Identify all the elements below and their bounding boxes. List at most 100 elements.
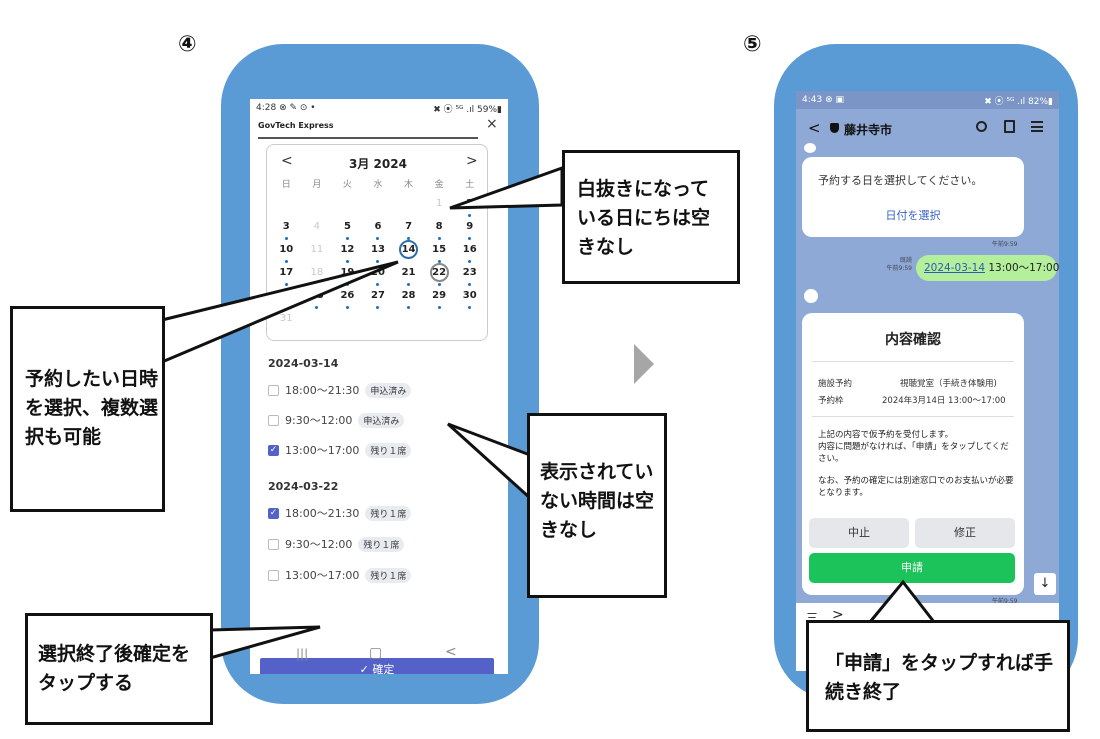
edit-button[interactable]: 修正 [915,518,1015,548]
calendar-day[interactable]: 7 [393,218,424,241]
calendar-day[interactable]: 15 [424,241,455,264]
slot-item[interactable]: 18:00〜21:30 申込済み [268,380,488,400]
day-number: 20 [371,267,385,278]
notes-icon[interactable] [1004,120,1015,133]
back-icon[interactable]: < [808,119,821,137]
menu-icon[interactable] [1031,121,1043,132]
slot-item[interactable]: 13:00〜17:00 残り１席 [268,565,488,585]
apply-button[interactable]: 申請 [809,553,1015,583]
status-icons: ✖ ⦿ ⁵ᴳ .ıl 82%▮ [984,96,1053,107]
availability-dot [345,237,349,240]
calendar-day[interactable]: 6 [363,218,394,241]
divider [812,416,1014,417]
calendar-day[interactable]: 20 [363,264,394,287]
scroll-down-button[interactable]: ↓ [1034,573,1056,595]
day-number: 30 [462,290,477,301]
date-link[interactable]: 2024-03-14 [924,262,986,274]
weekday-label: 木 [404,180,414,190]
day-number: 22 [432,267,447,278]
calendar-day[interactable]: 22 [424,263,455,287]
checkbox[interactable] [268,384,279,396]
confirm-button[interactable]: ✓ 確定 [260,658,494,674]
weekday-label: 土 [465,180,475,190]
calendar-day[interactable]: 12 [332,241,363,264]
day-number: 31 [279,313,293,324]
day-number: 16 [462,244,477,255]
month-label: 3月 2024 [349,157,407,171]
calendar-day[interactable]: 26 [332,287,363,310]
pointer-apply [866,579,938,624]
availability-dot [345,260,349,263]
calendar-day[interactable]: 5 [332,218,363,241]
avatar [804,289,818,303]
status-bar: 4:43 ⊗ ▣ ✖ ⦿ ⁵ᴳ .ıl 82%▮ [796,91,1059,109]
calendar-day[interactable]: 16 [454,241,485,264]
calendar-day[interactable]: 23 [454,264,485,287]
calendar-day[interactable]: 14 [393,240,424,264]
day-number: 5 [343,221,351,232]
slot-item[interactable]: 9:30〜12:00 残り１席 [268,534,488,554]
input-arrow-icon[interactable]: > [832,607,844,623]
calendar-day[interactable]: 17 [271,264,302,287]
availability-dot [345,306,349,309]
avatar [804,143,816,153]
slot-item[interactable]: ✓ 18:00〜21:30 残り１席 [268,503,488,523]
status-badge: 申込済み [358,412,405,428]
calendar-day[interactable]: 10 [271,241,302,264]
close-icon[interactable]: × [486,116,498,132]
availability-dot [315,306,319,309]
checkbox-checked[interactable]: ✓ [268,444,279,456]
day-number: 13 [371,244,385,255]
callout-hidden-time: 表示されていない時間は空きなし [527,413,667,598]
search-icon[interactable] [976,121,987,132]
callout-text: 「申請」をタップすれば手続き終了 [825,652,1054,703]
slot-item[interactable]: 9:30〜12:00 申込済み [268,410,488,430]
day-number: 1 [435,198,443,209]
day-number: 27 [371,290,385,301]
checkbox[interactable] [268,569,279,581]
slot-time: 13:00〜17:00 [285,569,360,582]
checkbox[interactable] [268,414,279,426]
availability-dot [437,283,441,286]
calendar-day[interactable]: 13 [363,241,394,264]
slot-time: 18:00〜21:30 [285,507,360,520]
calendar-day[interactable]: 28 [393,287,424,310]
select-date-link[interactable]: 日付を選択 [885,209,941,222]
status-badge: 残り１席 [358,536,405,552]
time-range: 13:00〜17:00 [985,262,1059,274]
body-line: 内容に問題がなければ、「申請」をタップしてください。 [818,442,1009,464]
slot-time: 9:30〜12:00 [285,538,353,551]
prev-month-button[interactable]: < [281,153,293,169]
home-icon[interactable]: ▢ [369,645,383,661]
calendar-day[interactable]: 29 [424,287,455,310]
date-header-1: 2024-03-14 [268,357,339,370]
calendar-day[interactable]: 21 [393,264,424,287]
calendar-day[interactable]: 27 [363,287,394,310]
calendar-day[interactable]: 9 [454,218,485,241]
slot-item[interactable]: ✓ 13:00〜17:00 残り１席 [268,440,488,460]
day-number: 9 [466,221,474,232]
calendar-day[interactable]: 8 [424,218,455,241]
checkbox[interactable] [268,538,279,550]
availability-dot [376,237,380,240]
day-number: 17 [279,267,294,278]
back-icon[interactable]: < [445,644,457,660]
calendar-day: 11 [302,241,333,264]
user-message-bubble: 2024-03-14 13:00〜17:00 [916,255,1059,281]
status-badge: 残り１席 [365,567,412,583]
body-line: 上記の内容で仮予約を受付します。 [818,430,954,440]
next-month-button[interactable]: > [466,153,478,169]
day-number: 26 [340,290,355,301]
selected-day-ring [399,240,419,259]
slot-value: 2024年3月14日 13:00〜17:00 [882,396,1006,406]
weekday-label: 月 [312,180,322,190]
checkbox-checked[interactable]: ✓ [268,507,279,519]
app-title: GovTech Express [258,121,334,130]
cancel-button[interactable]: 中止 [809,518,909,548]
recent-apps-icon[interactable]: ||| [296,647,309,661]
calendar-day[interactable]: 3 [271,218,302,241]
day-number: 12 [340,244,355,255]
availability-dot [376,283,380,286]
calendar-day[interactable]: 30 [454,287,485,310]
